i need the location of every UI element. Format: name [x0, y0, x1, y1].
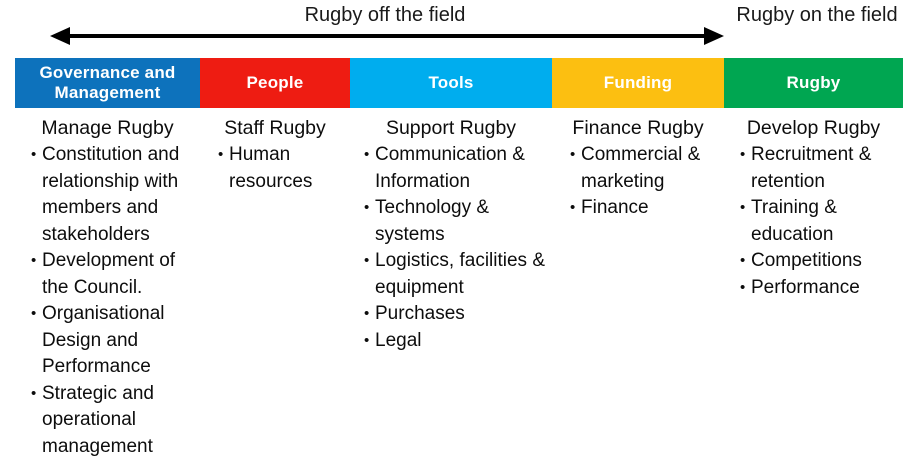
band-label-governance: Governance and Management — [39, 63, 176, 102]
list-item: Purchases — [364, 301, 550, 328]
axis-label-off-field: Rugby off the field — [304, 4, 466, 26]
bullet-list-funding: Commercial & marketing Finance — [552, 142, 724, 222]
list-item: Performance — [740, 275, 901, 302]
band-funding[interactable]: Funding — [552, 58, 724, 108]
list-item: Competitions — [740, 248, 901, 275]
double-headed-arrow-icon — [44, 24, 730, 48]
bullet-list-people: Human resources — [200, 142, 350, 195]
bullet-list-tools: Communication & Information Technology &… — [350, 142, 552, 354]
column-subhead-funding: Finance Rugby — [572, 117, 704, 139]
column-rugby: Develop Rugby Recruitment & retention Tr… — [724, 112, 903, 301]
band-label-tools: Tools — [428, 73, 474, 92]
column-subhead-rugby: Develop Rugby — [746, 117, 881, 139]
list-item: Recruitment & retention — [740, 142, 901, 195]
list-item: Development of the Council. — [31, 248, 198, 301]
list-item: Training & education — [740, 195, 901, 248]
list-item: Commercial & marketing — [570, 142, 722, 195]
band-governance[interactable]: Governance and Management — [15, 58, 200, 108]
axis-label-on-field: Rugby on the field — [736, 4, 898, 26]
list-item: Logistics, facilities & equipment — [364, 248, 550, 301]
column-funding: Finance Rugby Commercial & marketing Fin… — [552, 112, 724, 222]
band-label-funding: Funding — [603, 73, 673, 92]
axis-row: Rugby off the field Rugby on the field — [0, 0, 918, 55]
list-item: Organisational Design and Performance — [31, 301, 198, 381]
band-rugby[interactable]: Rugby — [724, 58, 903, 108]
list-item: Technology & systems — [364, 195, 550, 248]
list-item: Finance — [570, 195, 722, 222]
bullet-list-governance: Constitution and relationship with membe… — [15, 142, 200, 460]
column-people: Staff Rugby Human resources — [200, 112, 350, 195]
column-governance: Manage Rugby Constitution and relationsh… — [15, 112, 200, 460]
band-label-people: People — [246, 73, 304, 92]
list-item: Strategic and operational management — [31, 381, 198, 461]
column-subhead-people: Staff Rugby — [224, 117, 326, 139]
band-people[interactable]: People — [200, 58, 350, 108]
column-subhead-governance: Manage Rugby — [41, 117, 174, 139]
column-tools: Support Rugby Communication & Informatio… — [350, 112, 552, 354]
band-tools[interactable]: Tools — [350, 58, 552, 108]
list-item: Legal — [364, 328, 550, 355]
list-item: Communication & Information — [364, 142, 550, 195]
bullet-list-rugby: Recruitment & retention Training & educa… — [724, 142, 903, 301]
column-subhead-tools: Support Rugby — [385, 117, 517, 139]
band-label-rugby: Rugby — [786, 73, 841, 92]
list-item: Human resources — [218, 142, 348, 195]
list-item: Constitution and relationship with membe… — [31, 142, 198, 248]
